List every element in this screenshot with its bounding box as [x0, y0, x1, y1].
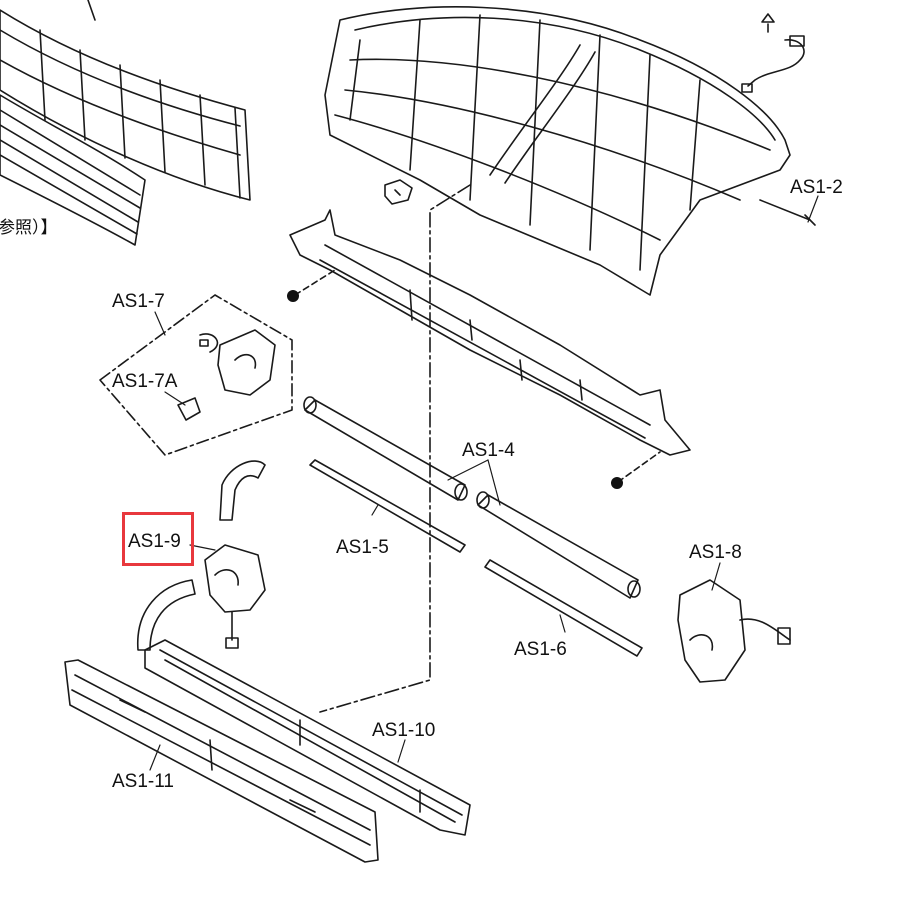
pin-part [759, 199, 816, 226]
as1-8-motor [677, 579, 791, 683]
part-label-as1-5: AS1-5 [336, 537, 389, 558]
label-leaders [149, 195, 819, 771]
part-label-as1-9: AS1-9 [128, 531, 181, 552]
as1-5-shaft [309, 459, 466, 553]
part-label-as1-6: AS1-6 [514, 639, 567, 660]
part-label-as1-8: AS1-8 [689, 542, 742, 563]
front-panel-frame [324, 6, 791, 296]
as1-11-panel [64, 659, 379, 863]
as1-9-motor [204, 544, 266, 649]
screw-leader-left [294, 269, 336, 296]
partial-reference-note: 参照）】 [0, 218, 58, 238]
part-label-as1-7a: AS1-7A [112, 371, 178, 392]
as1-7-group-box [99, 294, 293, 456]
part-label-as1-11: AS1-11 [112, 771, 174, 792]
center-chain-line [319, 184, 471, 713]
grille-assembly [0, 0, 251, 201]
screw-leader-right [617, 451, 661, 483]
screw-left [287, 290, 299, 302]
as1-7-motor [177, 329, 276, 421]
highlight-box-as1-9 [122, 512, 194, 566]
small-motor-part [384, 179, 413, 205]
screw-right [611, 477, 623, 489]
as1-10-body [144, 639, 471, 836]
drain-hose-lower [137, 579, 196, 651]
drain-hose-upper [219, 460, 266, 521]
as1-4-roller-upper [303, 396, 468, 501]
part-label-as1-10: AS1-10 [372, 720, 436, 741]
as1-4-roller-lower [476, 491, 641, 599]
as1-6-shaft [484, 559, 643, 657]
connector-part [741, 13, 805, 93]
chassis-rail [289, 209, 691, 456]
part-label-as1-2: AS1-2 [790, 177, 843, 198]
part-label-as1-4: AS1-4 [462, 440, 515, 461]
louver-blade [0, 94, 146, 246]
part-label-as1-7: AS1-7 [112, 291, 165, 312]
